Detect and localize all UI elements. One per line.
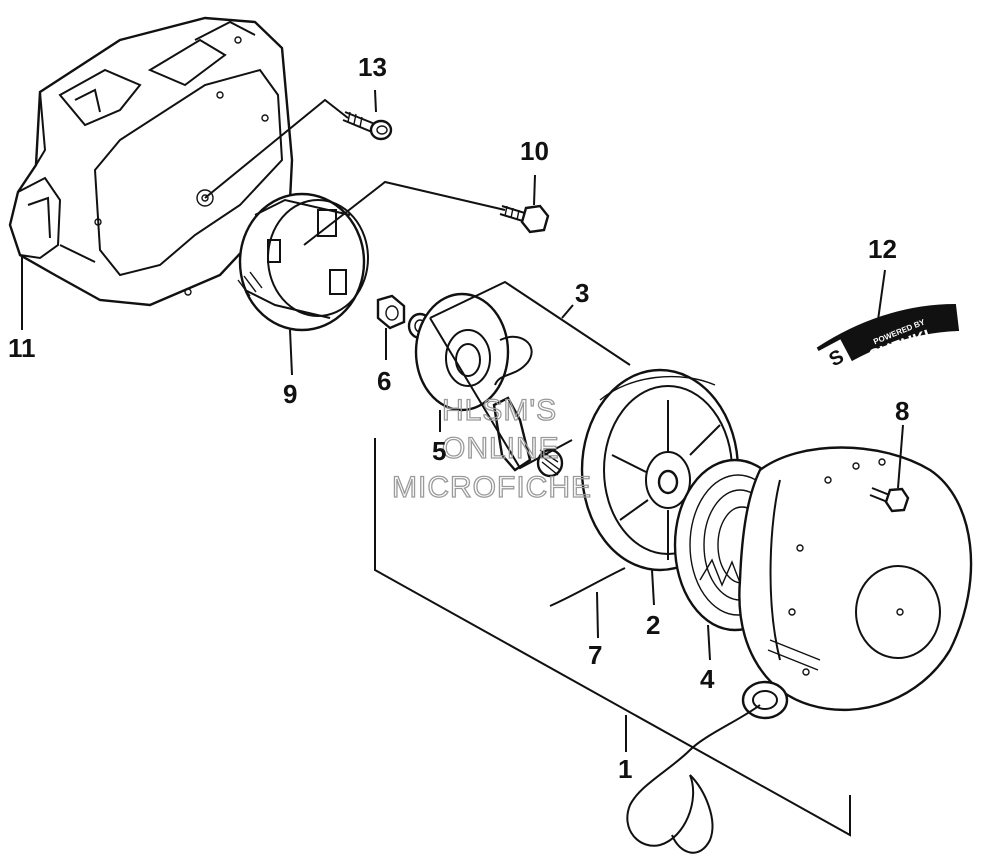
- callout-6: 6: [377, 366, 391, 396]
- watermark-line2: ONLINE: [442, 432, 560, 465]
- callout-9: 9: [283, 379, 297, 409]
- callout-1: 1: [618, 754, 632, 784]
- callout-7: 7: [588, 640, 602, 670]
- callout-10: 10: [520, 136, 549, 166]
- watermark: HLSM'S ONLINE MICROFICHE: [391, 393, 592, 504]
- callout-3: 3: [575, 278, 589, 308]
- callout-4: 4: [700, 664, 715, 694]
- watermark-line3: MICROFICHE: [392, 471, 592, 504]
- callout-13: 13: [358, 52, 387, 82]
- callout-12: 12: [868, 234, 897, 264]
- leader-lines: [21, 89, 904, 837]
- part-3-friction-plate: [414, 292, 564, 478]
- part-13-bolt: [342, 111, 393, 141]
- part-12-decal[interactable]: S POWERED BY SUZUKI: [816, 303, 960, 375]
- callouts: 13 10 12 3 11 6 9 8 5 2 7 4 1: [8, 52, 909, 784]
- part-9-starter-pulley: [237, 192, 369, 332]
- watermark-line1: HLSM'S: [442, 394, 557, 427]
- part-11-housing: [8, 16, 294, 307]
- callout-11: 11: [8, 333, 36, 363]
- part-8-bolt: [869, 487, 910, 513]
- callout-5: 5: [432, 436, 446, 466]
- callout-2: 2: [646, 610, 660, 640]
- callout-8: 8: [895, 396, 909, 426]
- part-1-starter-case: [626, 446, 973, 854]
- part-10-bolt: [499, 204, 550, 234]
